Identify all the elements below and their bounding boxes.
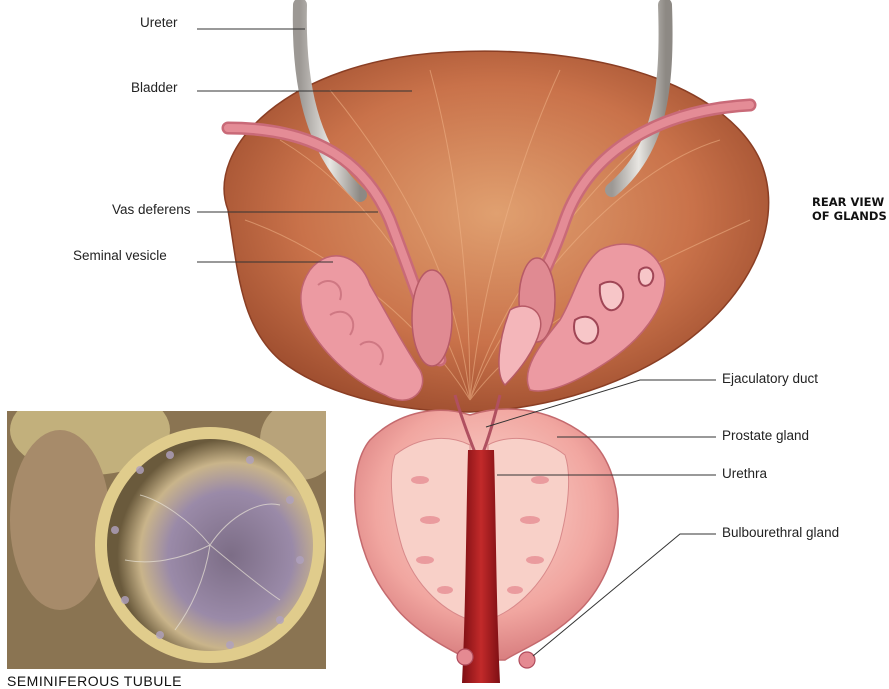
label-bladder: Bladder — [131, 80, 178, 96]
view-title: REAR VIEW OF GLANDS — [812, 195, 887, 223]
label-bulbourethral-gland: Bulbourethral gland — [722, 525, 839, 541]
label-vas-deferens: Vas deferens — [112, 202, 191, 218]
seminiferous-tubule-photo — [7, 385, 340, 669]
label-urethra: Urethra — [722, 466, 767, 482]
photo-caption: SEMINIFEROUS TUBULE — [7, 673, 182, 689]
urethra-illustration — [462, 450, 500, 683]
label-ureter: Ureter — [140, 15, 178, 31]
label-ejaculatory-duct: Ejaculatory duct — [722, 371, 818, 387]
view-title-line2: OF GLANDS — [812, 209, 887, 223]
view-title-line1: REAR VIEW — [812, 195, 887, 209]
label-prostate-gland: Prostate gland — [722, 428, 809, 444]
label-seminal-vesicle: Seminal vesicle — [73, 248, 167, 264]
